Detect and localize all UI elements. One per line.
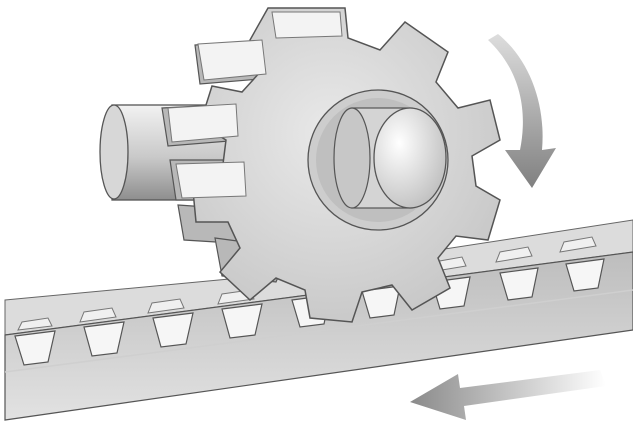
- gear-tooth: [198, 40, 266, 80]
- gear-hub: [334, 108, 446, 208]
- rack-gap: [84, 322, 124, 356]
- rack-gap: [153, 313, 193, 347]
- gear-tooth: [272, 12, 342, 38]
- gear-tooth: [168, 104, 238, 142]
- linear-arrow: [410, 370, 606, 420]
- gear-tooth: [176, 162, 246, 198]
- rotation-arrow: [488, 34, 556, 188]
- rack-gap: [222, 304, 262, 338]
